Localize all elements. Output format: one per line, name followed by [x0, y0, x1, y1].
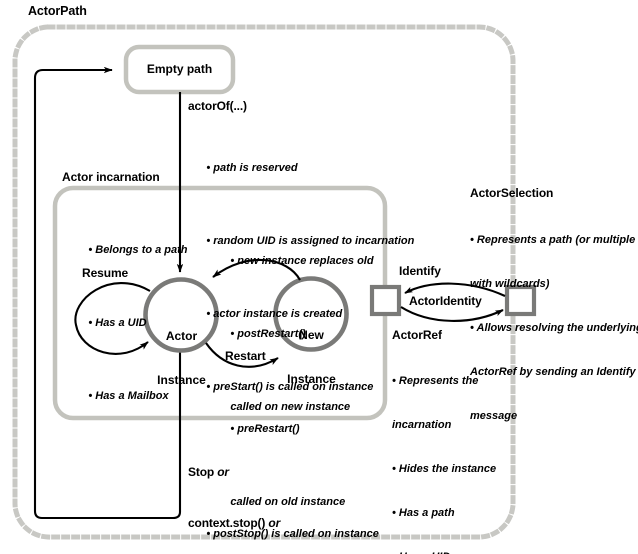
actor-identity-edge: [400, 306, 504, 322]
annotation-line: • Has a path: [392, 506, 455, 519]
actor-path-container-border: [12, 24, 516, 540]
actor-selection-square-shape[interactable]: [504, 284, 537, 317]
actor-instance-node-shape[interactable]: [143, 277, 219, 353]
actor-selection-annotation-title: ActorSelection: [470, 186, 554, 200]
node-label-line: New: [299, 328, 324, 343]
new-instance-replaces-bullets: • new instance replaces old • postRestar…: [212, 210, 374, 459]
actor-of-transition-title: actorOf(...): [188, 99, 247, 113]
actor-incarnation-container-label: Actor incarnation: [62, 170, 160, 184]
annotation-line: message: [470, 409, 518, 422]
restart-edge-label: Restart: [225, 349, 266, 363]
bullet-item: • postRestart(): [230, 328, 306, 340]
annotation-line: incarnation: [392, 419, 452, 432]
bullet-continuation: called on new instance: [230, 401, 351, 414]
annotation-line: ActorRef by sending an Identify: [470, 365, 636, 378]
bullet-continuation: called on old instance: [230, 496, 346, 508]
annotation-line: • Represents a path (or multiple: [470, 234, 636, 247]
annotation-line: • Has a UID: [392, 550, 522, 554]
actor-selection-annotation-lines: • Represents a path (or multiple with wi…: [470, 204, 638, 453]
new-instance-node-shape[interactable]: [273, 276, 349, 352]
bullet-item: • random UID is assigned to incarnation: [206, 235, 415, 247]
bullet-item: • postStop() is called on instance: [206, 527, 379, 540]
node-label-line: Instance: [287, 372, 336, 387]
identify-edge-label: Identify: [399, 264, 441, 278]
actor-of-transition-bullets: • path is reserved • random UID is assig…: [188, 117, 414, 439]
annotation-line: with wildcards): [470, 278, 550, 291]
stop-title-line: Stop or: [188, 465, 229, 480]
annotation-line: • Allows resolving the underlying: [470, 322, 638, 334]
actor-identity-edge-label: ActorIdentity: [409, 294, 482, 308]
restart-edge: [205, 342, 279, 368]
annotation-line: • Represents the: [392, 375, 479, 388]
identify-edge: [404, 282, 506, 297]
bullet-item: • actor instance is created: [206, 308, 343, 321]
bullet-item: • Has a Mailbox: [88, 390, 169, 403]
actor-incarnation-bullets: • Belongs to a path • Has a UID • Has a …: [70, 199, 188, 448]
bullet-item: • preRestart(): [230, 422, 300, 435]
actor-instance-node-label: Actor Instance: [146, 300, 217, 417]
actor-path-container-label: ActorPath: [28, 4, 87, 18]
empty-path-node-label: Empty path: [146, 62, 213, 76]
new-instance-replaces-edge: [212, 258, 301, 281]
actor-ref-annotation-title: ActorRef: [392, 328, 442, 342]
node-label-line: Actor: [165, 329, 198, 344]
bullet-item: • Has a UID: [88, 317, 147, 329]
bullet-item: • new instance replaces old: [230, 254, 374, 267]
stop-title-line: context.stop() or: [188, 516, 281, 531]
stop-return-edge: [33, 66, 182, 520]
stop-transition-bullets: • postStop() is called on instance • Ter…: [188, 483, 382, 554]
bullet-item: • path is reserved: [206, 161, 298, 174]
resume-self-loop-edge: [74, 282, 151, 355]
bullet-item: • Belongs to a path: [88, 243, 188, 256]
actor-ref-square-shape[interactable]: [369, 284, 402, 317]
node-label-line: Instance: [157, 373, 206, 388]
restart-edge-bullets: • preRestart() called on old instance: [212, 378, 345, 554]
bullet-item: • preStart() is called on instance: [206, 381, 374, 394]
resume-edge-label: Resume: [82, 266, 129, 280]
annotation-line: • Hides the instance: [392, 463, 497, 475]
stop-transition-title: Stop or context.stop() or PosionPill: [188, 430, 280, 554]
actor-ref-annotation-lines: • Represents the incarnation • Hides the…: [392, 345, 522, 554]
new-instance-node-label: New Instance: [275, 299, 348, 416]
